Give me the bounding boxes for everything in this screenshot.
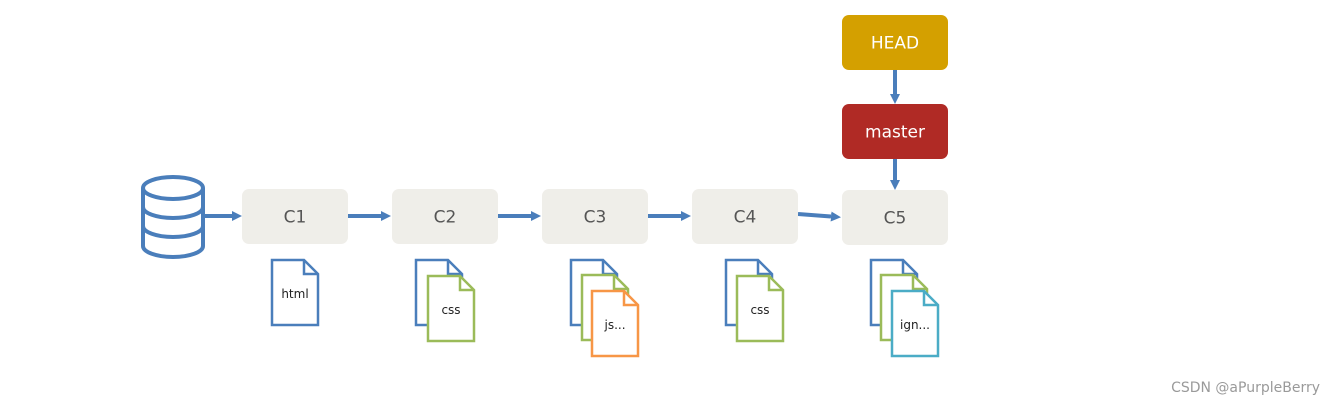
gitignore-file-icon bbox=[890, 289, 940, 358]
commit-label: C3 bbox=[584, 208, 607, 228]
file-fold bbox=[446, 260, 462, 276]
commit-box bbox=[842, 190, 948, 245]
database-band-1 bbox=[141, 206, 205, 220]
file-page bbox=[590, 289, 640, 358]
file-page bbox=[735, 274, 785, 343]
commit-c4: C4 bbox=[692, 189, 798, 244]
css-file-icon bbox=[735, 274, 785, 343]
database-bottom bbox=[141, 245, 205, 259]
commit-label: C2 bbox=[434, 208, 457, 228]
file-fold bbox=[302, 260, 318, 276]
file-fold bbox=[622, 291, 638, 307]
database-icon bbox=[141, 175, 205, 259]
files-c2: css bbox=[414, 258, 476, 343]
commit-c3: C3 bbox=[542, 189, 648, 244]
arrows bbox=[203, 70, 900, 222]
head-box bbox=[842, 15, 948, 70]
branch-ref: master bbox=[842, 104, 948, 159]
head-label: HEAD bbox=[871, 34, 919, 54]
file-fold bbox=[756, 260, 772, 276]
commit-box bbox=[542, 189, 648, 244]
commit-box bbox=[692, 189, 798, 244]
file-fold bbox=[458, 276, 474, 292]
file-page bbox=[426, 274, 476, 343]
files-c4: css bbox=[724, 258, 785, 343]
watermark: CSDN @aPurpleBerry bbox=[1171, 380, 1320, 396]
commit-box bbox=[392, 189, 498, 244]
files-c3: js... bbox=[569, 258, 640, 358]
file-label: html bbox=[281, 287, 308, 301]
file-label: js... bbox=[603, 318, 625, 332]
commit-c1: C1 bbox=[242, 189, 348, 244]
files-c5: ign... bbox=[869, 258, 940, 358]
file-label: ign... bbox=[900, 318, 930, 332]
file-fold bbox=[911, 275, 927, 291]
js-file-icon bbox=[590, 289, 640, 358]
commit-label: C4 bbox=[734, 208, 757, 228]
file-fold bbox=[767, 276, 783, 292]
css-file-icon bbox=[426, 274, 476, 343]
file-fold bbox=[922, 291, 938, 307]
html-file-icon bbox=[270, 258, 320, 327]
commit-box bbox=[242, 189, 348, 244]
arrow-c4-to-c5 bbox=[797, 211, 841, 222]
file-fold bbox=[612, 275, 628, 291]
database-top bbox=[141, 175, 205, 201]
commit-label: C1 bbox=[284, 208, 307, 228]
commit-c2: C2 bbox=[392, 189, 498, 244]
branch-box bbox=[842, 104, 948, 159]
head-ref: HEAD bbox=[842, 15, 948, 70]
commit-label: C5 bbox=[884, 209, 907, 229]
file-label: css bbox=[750, 303, 769, 317]
database-band-2 bbox=[141, 225, 205, 239]
files-c1: html bbox=[270, 258, 320, 327]
file-page bbox=[890, 289, 940, 358]
commit-c5: C5 bbox=[842, 190, 948, 245]
file-page bbox=[270, 258, 320, 327]
branch-label: master bbox=[865, 123, 925, 143]
file-label: css bbox=[441, 303, 460, 317]
